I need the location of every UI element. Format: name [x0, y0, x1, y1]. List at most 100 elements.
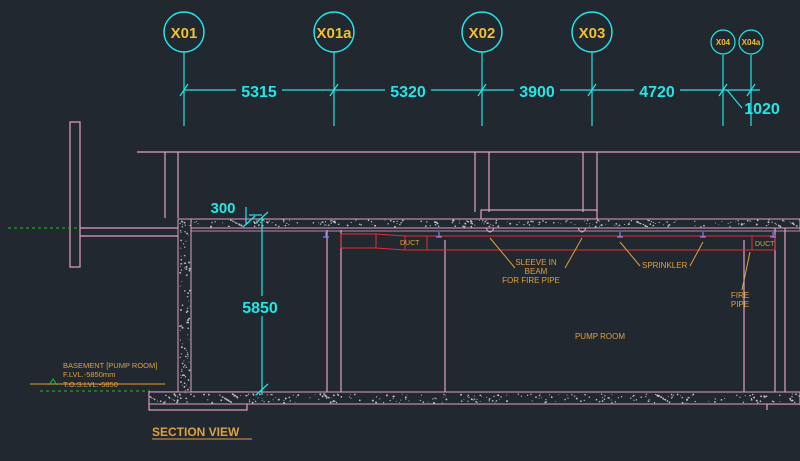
- concrete-dot: [253, 225, 256, 228]
- concrete-dot: [268, 220, 270, 222]
- concrete-dot: [675, 220, 677, 222]
- concrete-dot: [493, 395, 495, 398]
- concrete-dot: [490, 223, 492, 225]
- concrete-dot: [289, 220, 291, 221]
- concrete-dot: [720, 399, 723, 401]
- concrete-dot: [371, 223, 373, 225]
- concrete-dot: [269, 393, 271, 396]
- concrete-dot: [188, 361, 190, 363]
- concrete-dot: [187, 356, 189, 358]
- concrete-dot: [180, 374, 181, 376]
- concrete-dot: [657, 395, 660, 398]
- concrete-dot: [208, 393, 210, 396]
- concrete-dot: [495, 222, 497, 224]
- concrete-dot: [149, 395, 152, 398]
- concrete-dot: [182, 343, 184, 345]
- concrete-dot: [236, 397, 238, 399]
- dimension-3900: 3900: [519, 84, 555, 101]
- concrete-dot: [694, 225, 696, 227]
- sprinkler-note: SPRINKLER: [642, 261, 688, 270]
- concrete-dot: [774, 223, 776, 225]
- level-note-line2: F.LVL.-5850mm: [63, 370, 115, 379]
- concrete-dot: [164, 402, 166, 404]
- concrete-dot: [236, 223, 238, 224]
- concrete-dot: [179, 285, 181, 287]
- concrete-dot: [526, 394, 529, 396]
- concrete-dot: [360, 224, 362, 226]
- concrete-dot: [257, 397, 259, 399]
- concrete-dot: [628, 221, 630, 223]
- concrete-dot: [283, 221, 285, 223]
- concrete-dot: [617, 397, 619, 399]
- concrete-dot: [253, 221, 255, 223]
- concrete-dot: [746, 219, 749, 222]
- concrete-dot: [570, 222, 572, 224]
- concrete-dot: [607, 397, 609, 399]
- concrete-dot: [420, 394, 422, 396]
- concrete-dot: [184, 231, 186, 232]
- concrete-dot: [184, 389, 186, 391]
- concrete-dot: [288, 224, 290, 226]
- concrete-dot: [558, 394, 560, 395]
- concrete-dot: [382, 401, 385, 404]
- concrete-dot: [495, 219, 498, 222]
- concrete-dot: [238, 224, 240, 226]
- concrete-dot: [518, 221, 520, 223]
- concrete-dot: [673, 221, 675, 224]
- concrete-dot: [552, 221, 555, 224]
- sleeve-in-beam: [485, 227, 587, 233]
- concrete-dot: [779, 225, 781, 227]
- concrete-dot: [194, 221, 196, 223]
- concrete-dot: [177, 396, 179, 398]
- concrete-dot: [186, 295, 189, 298]
- concrete-dot: [458, 220, 460, 222]
- concrete-dot: [724, 398, 726, 400]
- concrete-dot: [601, 397, 604, 399]
- concrete-dot: [240, 395, 242, 396]
- concrete-dot: [164, 400, 166, 403]
- concrete-dot: [645, 396, 647, 398]
- concrete-dot: [184, 267, 186, 269]
- concrete-dot: [185, 397, 188, 400]
- concrete-dot: [325, 224, 327, 226]
- concrete-dot: [185, 366, 188, 368]
- concrete-dot: [181, 220, 184, 223]
- concrete-dot: [442, 397, 444, 398]
- concrete-dot: [637, 221, 640, 224]
- concrete-dot: [247, 393, 250, 395]
- concrete-dot: [278, 225, 280, 228]
- concrete-dot: [331, 220, 333, 222]
- concrete-dot: [335, 401, 338, 404]
- concrete-dot: [680, 395, 682, 397]
- concrete-dot: [489, 398, 491, 400]
- sleeve-note-line2: BEAM: [525, 267, 548, 276]
- concrete-dot: [190, 220, 192, 222]
- concrete-dot: [264, 220, 266, 222]
- concrete-hatch: [149, 219, 800, 404]
- concrete-dot: [630, 397, 632, 399]
- concrete-dot: [471, 222, 474, 225]
- grid-label-x02: X02: [469, 25, 496, 42]
- concrete-dot: [483, 223, 485, 225]
- concrete-dot: [185, 355, 187, 358]
- concrete-dot: [791, 399, 794, 402]
- concrete-dot: [668, 401, 671, 404]
- concrete-dot: [735, 221, 737, 223]
- concrete-dot: [186, 353, 189, 356]
- concrete-dot: [663, 399, 665, 400]
- concrete-dot: [654, 393, 657, 395]
- room-label: PUMP ROOM: [575, 332, 625, 341]
- concrete-dot: [764, 395, 767, 398]
- concrete-dot: [392, 398, 394, 400]
- concrete-dot: [181, 362, 184, 365]
- concrete-dot: [180, 309, 182, 311]
- sprinkler-heads: [323, 232, 776, 238]
- concrete-dot: [467, 396, 469, 398]
- concrete-dot: [566, 394, 568, 396]
- concrete-dot: [323, 224, 325, 226]
- concrete-dot: [312, 221, 315, 224]
- concrete-dot: [401, 393, 403, 395]
- concrete-dot: [468, 396, 470, 399]
- concrete-dot: [718, 224, 719, 226]
- concrete-dot: [610, 399, 612, 401]
